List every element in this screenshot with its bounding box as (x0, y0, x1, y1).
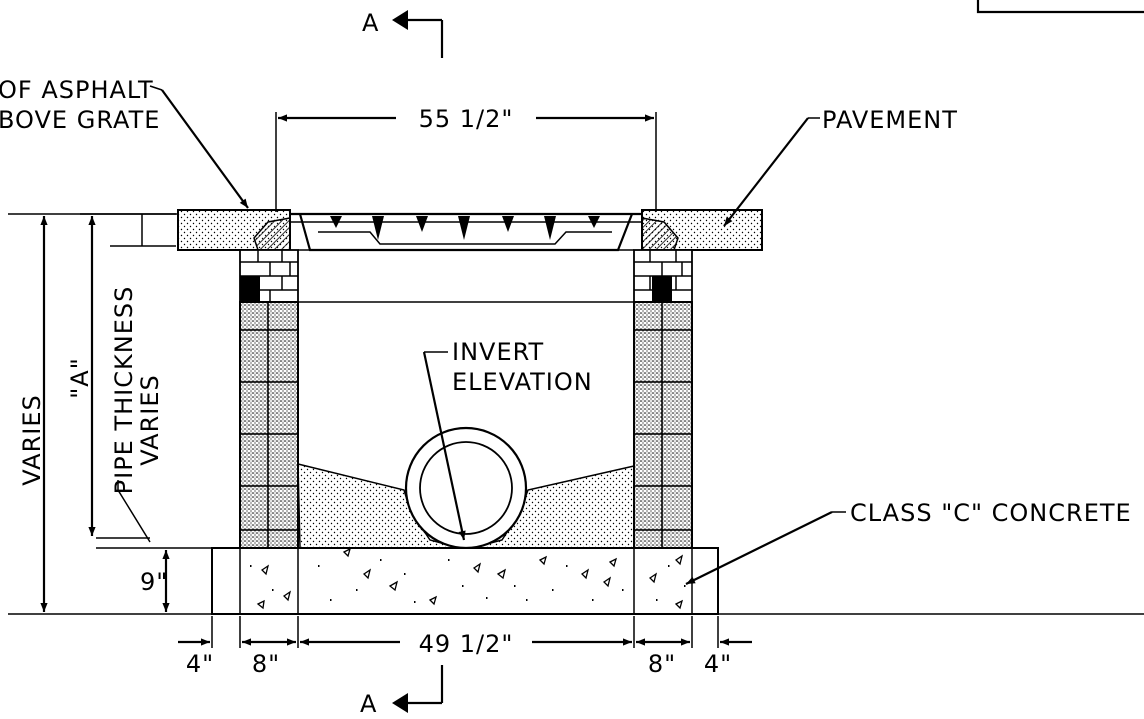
invert-label-line2: ELEVATION (452, 368, 593, 396)
bottom-dimension-label: 49 1/2" (419, 630, 514, 658)
invert-label-line1: INVERT (452, 338, 544, 366)
varies-label: VARIES (18, 394, 46, 485)
top-dimension-label: 55 1/2" (419, 105, 514, 133)
block-wall-right (633, 301, 693, 549)
pipe-thickness-label-2: VARIES (136, 374, 164, 465)
eight-inch-left-label: 8" (252, 650, 280, 678)
block-wall-left (239, 301, 299, 549)
section-label-bottom: A (360, 690, 377, 718)
eight-inch-right-label: 8" (648, 650, 676, 678)
pavement-label: PAVEMENT (822, 106, 958, 134)
frame-casting-right (641, 217, 679, 251)
pipe (404, 426, 528, 550)
brick-courses-left (239, 249, 299, 303)
a-dimension-label: "A" (66, 357, 94, 399)
four-inch-left-label: 4" (186, 650, 214, 678)
asphalt-note-line1: OF ASPHALT (0, 76, 154, 104)
pipe-thickness-label-1: PIPE THICKNESS (110, 286, 138, 495)
frame-casting-left (253, 217, 291, 251)
section-cut-top: A (362, 9, 444, 58)
nine-inch-label: 9" (140, 568, 168, 596)
section-cut-bottom: A (360, 665, 444, 718)
class-c-label: CLASS "C" CONCRETE (850, 499, 1132, 527)
grate (290, 212, 642, 252)
base-slab (211, 547, 719, 615)
title-frame (976, 0, 1144, 14)
section-label-top: A (362, 9, 379, 37)
brick-courses-right (633, 249, 693, 303)
four-inch-right-label: 4" (704, 650, 732, 678)
asphalt-note-line2: BOVE GRATE (0, 106, 160, 134)
